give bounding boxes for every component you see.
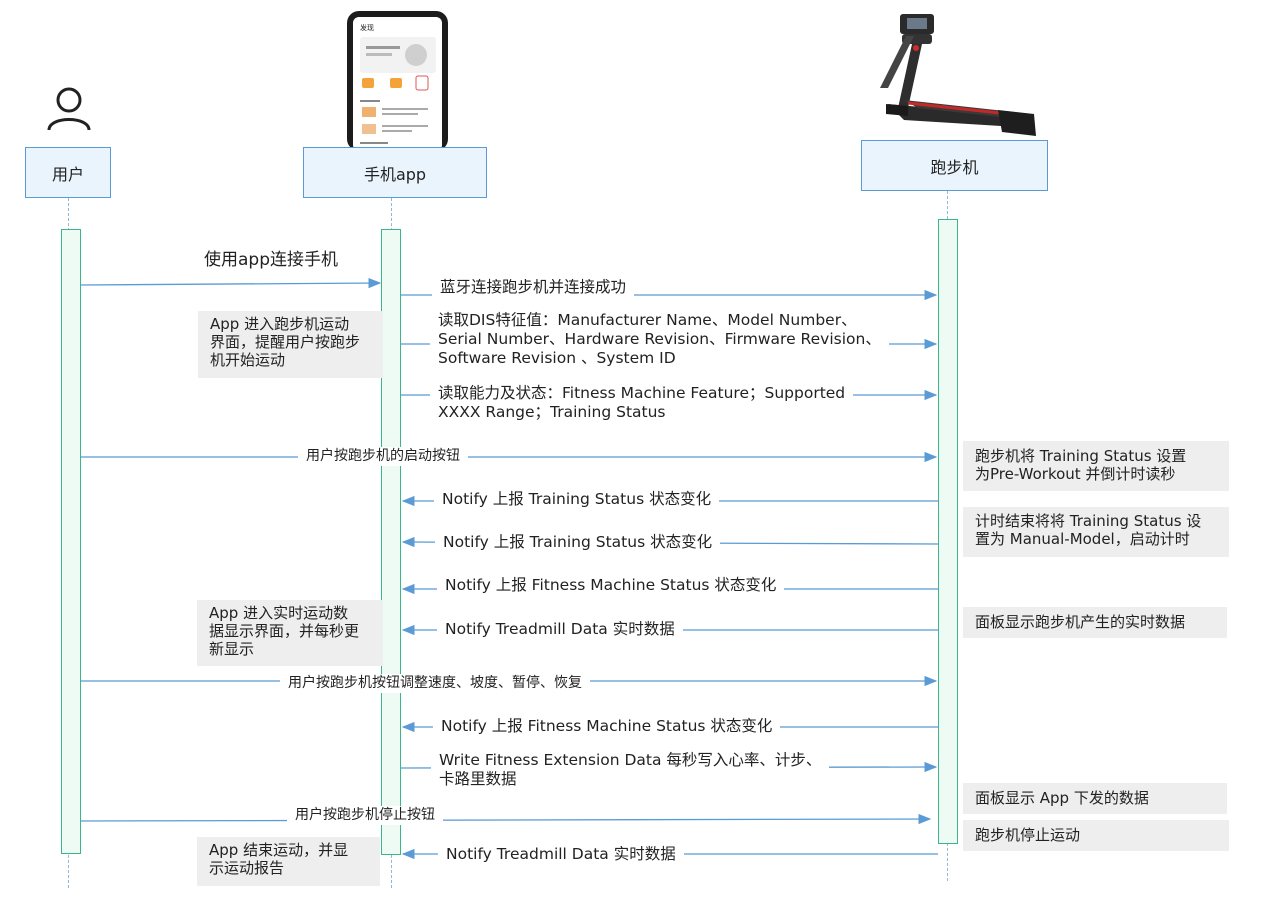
activation-treadmill xyxy=(938,219,958,844)
message-label: 用户按跑步机停止按钮 xyxy=(287,806,443,825)
message-label: Notify Treadmill Data 实时数据 xyxy=(438,845,684,864)
note-app-enter-treadmill: App 进入跑步机运动 界面，提醒用户按跑步 机开始运动 xyxy=(198,311,383,378)
actor-user: 用户 xyxy=(25,147,111,198)
phone-title: 发现 xyxy=(360,23,374,32)
message-label: 读取DIS特征值：Manufacturer Name、Model Number、… xyxy=(430,311,889,368)
note-app-realtime: App 进入实时运动数 据显示界面，并每秒更 新显示 xyxy=(197,600,383,666)
note-treadmill-manual: 计时结束将将 Training Status 设 置为 Manual-Model… xyxy=(963,507,1229,557)
message-label: Notify 上报 Training Status 状态变化 xyxy=(434,490,720,509)
note-treadmill-pre-workout: 跑步机将 Training Status 设置 为Pre-Workout 并倒计… xyxy=(963,441,1229,491)
phone-icon: 发现 xyxy=(346,10,449,151)
message-label: 读取能力及状态：Fitness Machine Feature；Supporte… xyxy=(430,384,854,422)
note-treadmill-stop: 跑步机停止运动 xyxy=(963,820,1229,851)
arrow-m1 xyxy=(80,277,382,289)
message-label: 蓝牙连接跑步机并连接成功 xyxy=(432,278,635,297)
message-label: Write Fitness Extension Data 每秒写入心率、计步、 … xyxy=(431,751,830,789)
message-label: 用户按跑步机按钮调整速度、坡度、暂停、恢复 xyxy=(280,674,590,693)
activation-user xyxy=(61,229,81,854)
message-label: Notify 上报 Training Status 状态变化 xyxy=(435,533,721,552)
arrow-m13 xyxy=(80,813,932,825)
activation-app xyxy=(381,229,401,855)
message-label: Notify 上报 Fitness Machine Status 状态变化 xyxy=(437,576,785,595)
actor-treadmill: 跑步机 xyxy=(861,140,1048,191)
note-treadmill-panel-app: 面板显示 App 下发的数据 xyxy=(963,783,1227,814)
user-icon xyxy=(44,84,94,134)
treadmill-icon xyxy=(868,8,1038,140)
message-label: 使用app连接手机 xyxy=(204,250,338,270)
actor-app: 手机app xyxy=(303,147,487,198)
message-label: Notify Treadmill Data 实时数据 xyxy=(437,620,683,639)
message-label: Notify 上报 Fitness Machine Status 状态变化 xyxy=(433,717,781,736)
note-treadmill-panel-realtime: 面板显示跑步机产生的实时数据 xyxy=(963,607,1227,638)
message-label: 用户按跑步机的启动按钮 xyxy=(298,447,468,466)
note-app-end: App 结束运动，并显 示运动报告 xyxy=(197,837,380,886)
